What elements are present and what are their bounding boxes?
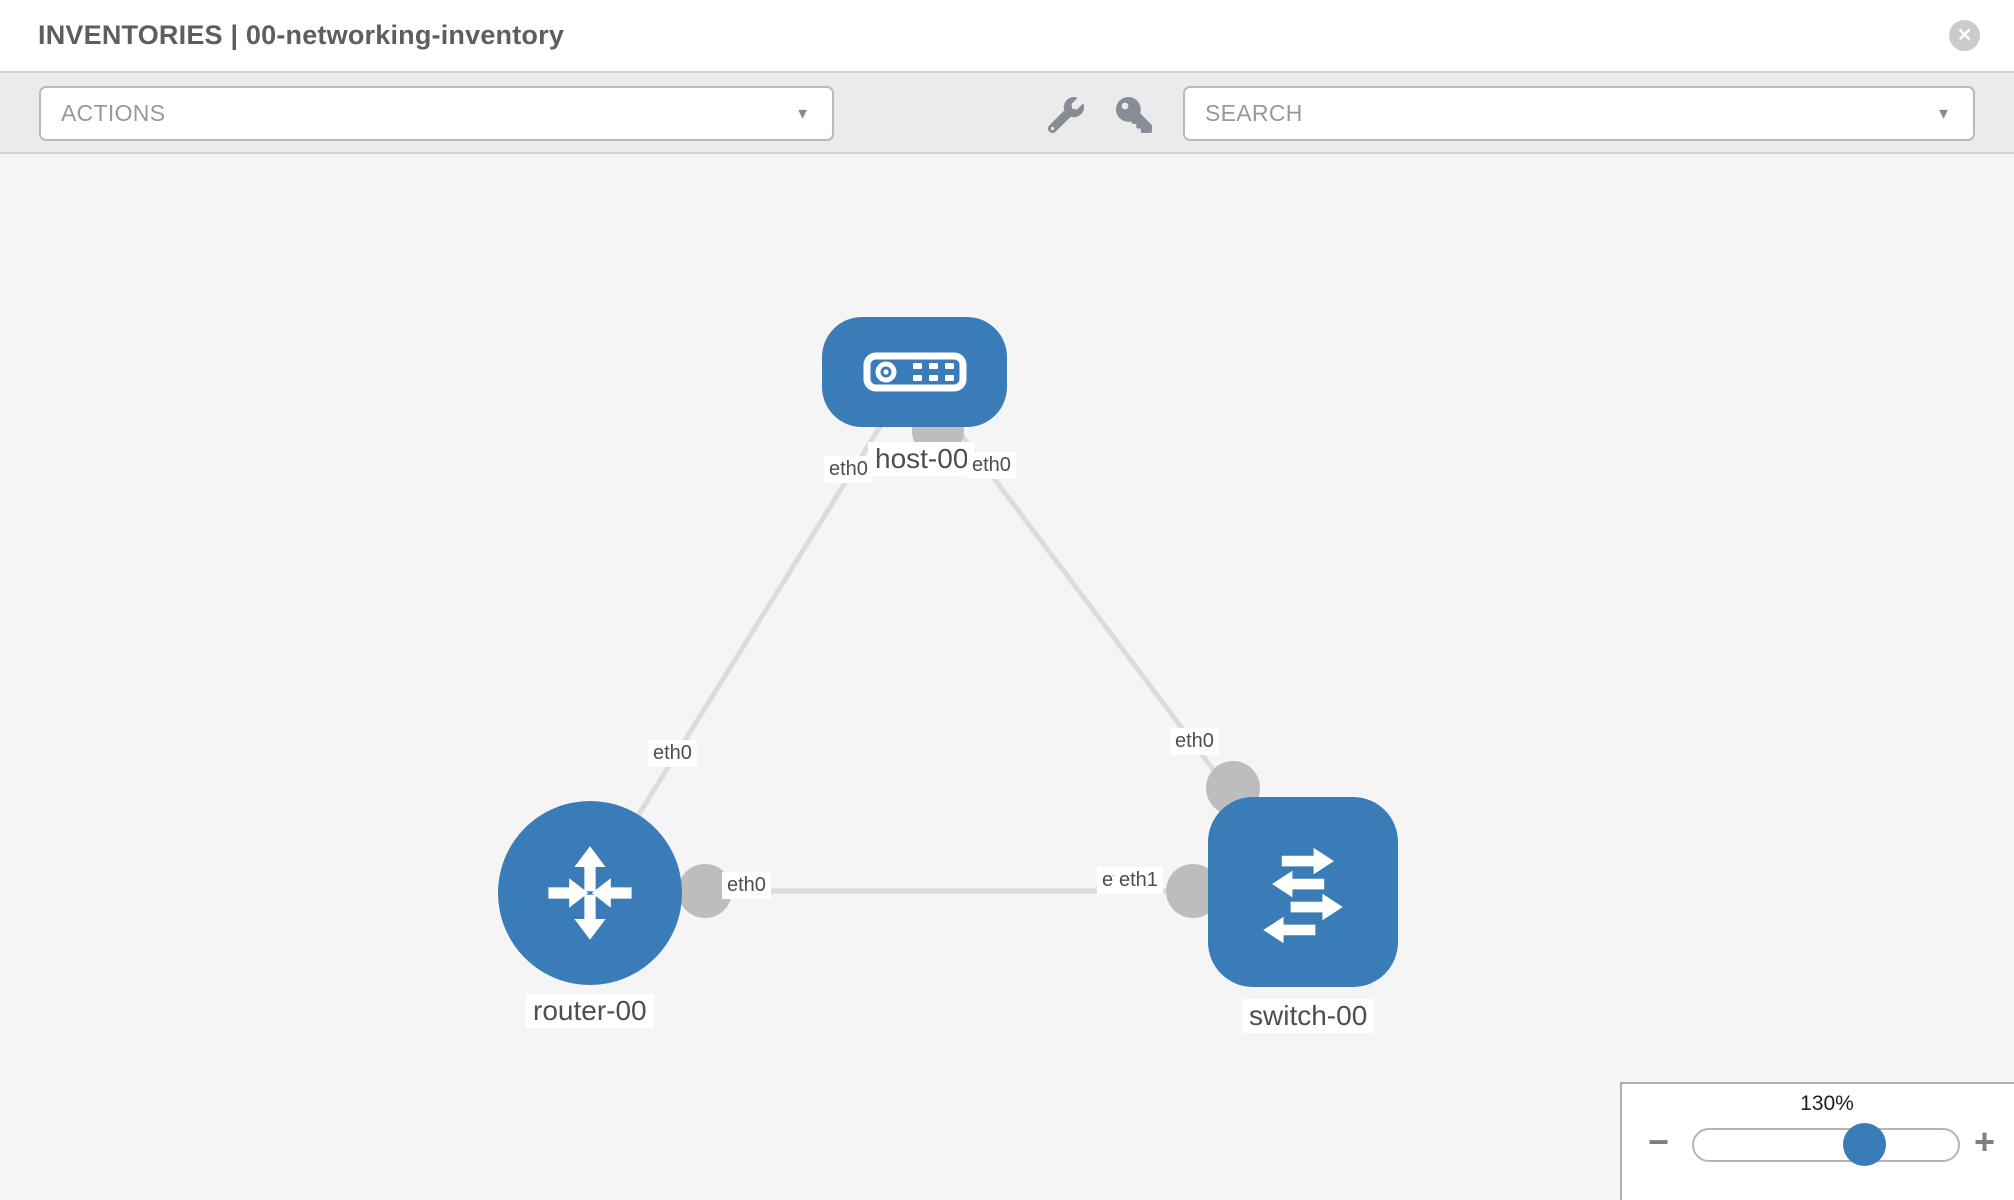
plus-icon: + xyxy=(1974,1121,1996,1162)
zoom-panel: 130% − + xyxy=(1620,1082,2014,1200)
interface-label: eth0 xyxy=(824,456,873,483)
links-layer xyxy=(587,370,1305,918)
page-title: INVENTORIES | 00-networking-inventory xyxy=(38,20,565,50)
chevron-down-icon: ▼ xyxy=(1936,105,1951,122)
zoom-out-button[interactable]: − xyxy=(1648,1124,1669,1160)
interface-label: eth0 xyxy=(967,452,1016,479)
interface-dot-router-eth0[interactable] xyxy=(678,864,732,918)
zoom-slider-track[interactable] xyxy=(1692,1128,1960,1162)
search-input[interactable]: SEARCH ▼ xyxy=(1183,86,1975,141)
node-label-switch: switch-00 xyxy=(1242,999,1375,1033)
key-icon xyxy=(1116,97,1152,133)
node-host-00[interactable] xyxy=(822,317,1007,427)
key-button[interactable] xyxy=(1116,97,1152,133)
zoom-slider-thumb[interactable] xyxy=(1843,1123,1886,1166)
interface-label: eth0 xyxy=(648,740,697,767)
zoom-in-button[interactable]: + xyxy=(1974,1124,1995,1160)
interface-label: eth0 xyxy=(722,872,771,899)
node-label-router: router-00 xyxy=(526,994,654,1028)
search-placeholder: SEARCH xyxy=(1205,100,1303,126)
interface-dot-switch-eth1[interactable] xyxy=(1166,864,1220,918)
zoom-level-value: 130% xyxy=(1800,1092,1854,1115)
topology-canvas[interactable]: eth0 host-00 eth0 eth0 eth0 eth0 eth0 et… xyxy=(0,154,2014,1200)
actions-dropdown[interactable]: ACTIONS ▼ xyxy=(39,86,834,141)
close-icon: ✕ xyxy=(1956,25,1973,45)
node-label-host: host-00 xyxy=(868,442,976,476)
node-router-00[interactable] xyxy=(498,801,682,985)
minus-icon: − xyxy=(1648,1121,1670,1162)
close-button[interactable]: ✕ xyxy=(1949,20,1980,51)
router-arrows-icon xyxy=(548,846,632,940)
chevron-down-icon: ▼ xyxy=(795,105,810,122)
actions-dropdown-label: ACTIONS xyxy=(61,100,166,126)
wrench-button[interactable] xyxy=(1047,97,1084,134)
switch-arrows-icon xyxy=(1263,847,1343,944)
server-icon xyxy=(863,352,966,392)
header: INVENTORIES | 00-networking-inventory ✕ xyxy=(0,0,2014,73)
interface-label: eth1 xyxy=(1114,867,1163,894)
wrench-icon xyxy=(1047,97,1084,134)
interface-label: eth0 xyxy=(1170,728,1219,755)
node-switch-00[interactable] xyxy=(1208,797,1398,987)
toolbar: ACTIONS ▼ SEARCH ▼ xyxy=(0,73,2014,154)
